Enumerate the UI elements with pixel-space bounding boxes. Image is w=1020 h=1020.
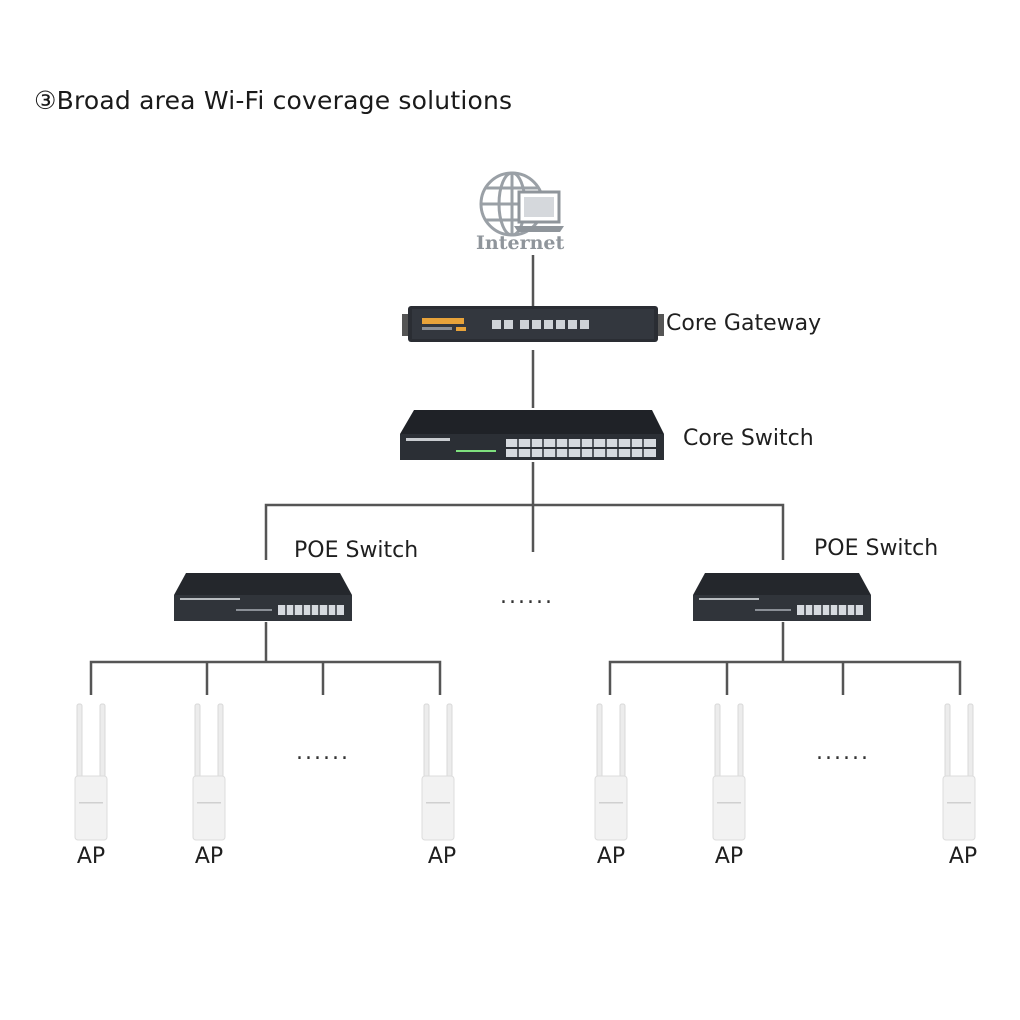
poe-switch-device-left — [174, 573, 352, 621]
diagram-title: ③Broad area Wi-Fi coverage solutions — [34, 86, 513, 115]
internet-label: Internet — [476, 232, 565, 254]
poe-switch-device-right — [693, 573, 871, 621]
ap-label: AP — [194, 844, 224, 869]
ap-label: AP — [596, 844, 626, 869]
internet-icon — [479, 171, 564, 237]
link-switch-poe-bus — [264, 503, 785, 560]
ap-device-left-3 — [421, 703, 455, 841]
link-poe2-ap-bus — [608, 660, 962, 695]
ap-device-left-1 — [74, 703, 108, 841]
ap-label: AP — [427, 844, 457, 869]
core-switch-device — [400, 410, 664, 460]
poe-switch-label-left: POE Switch — [294, 538, 419, 563]
core-switch-label: Core Switch — [683, 426, 814, 451]
gateway-brand-text: COMFAST — [428, 318, 464, 325]
switch-ellipsis: ...... — [500, 584, 554, 609]
link-poe1-ap-bus — [89, 660, 442, 695]
ap-device-right-3 — [942, 703, 976, 841]
core-gateway-device — [402, 306, 664, 342]
ap-device-left-2 — [192, 703, 226, 841]
core-gateway-label: Core Gateway — [666, 311, 822, 336]
ap-label: AP — [714, 844, 744, 869]
ap-ellipsis-left: ...... — [296, 740, 350, 765]
ap-device-right-1 — [594, 703, 628, 841]
ap-ellipsis-right: ...... — [816, 740, 870, 765]
ap-device-right-2 — [712, 703, 746, 841]
ap-label: AP — [76, 844, 106, 869]
poe-switch-label-right: POE Switch — [814, 536, 939, 561]
ap-label: AP — [948, 844, 978, 869]
connection-lines — [89, 255, 962, 695]
